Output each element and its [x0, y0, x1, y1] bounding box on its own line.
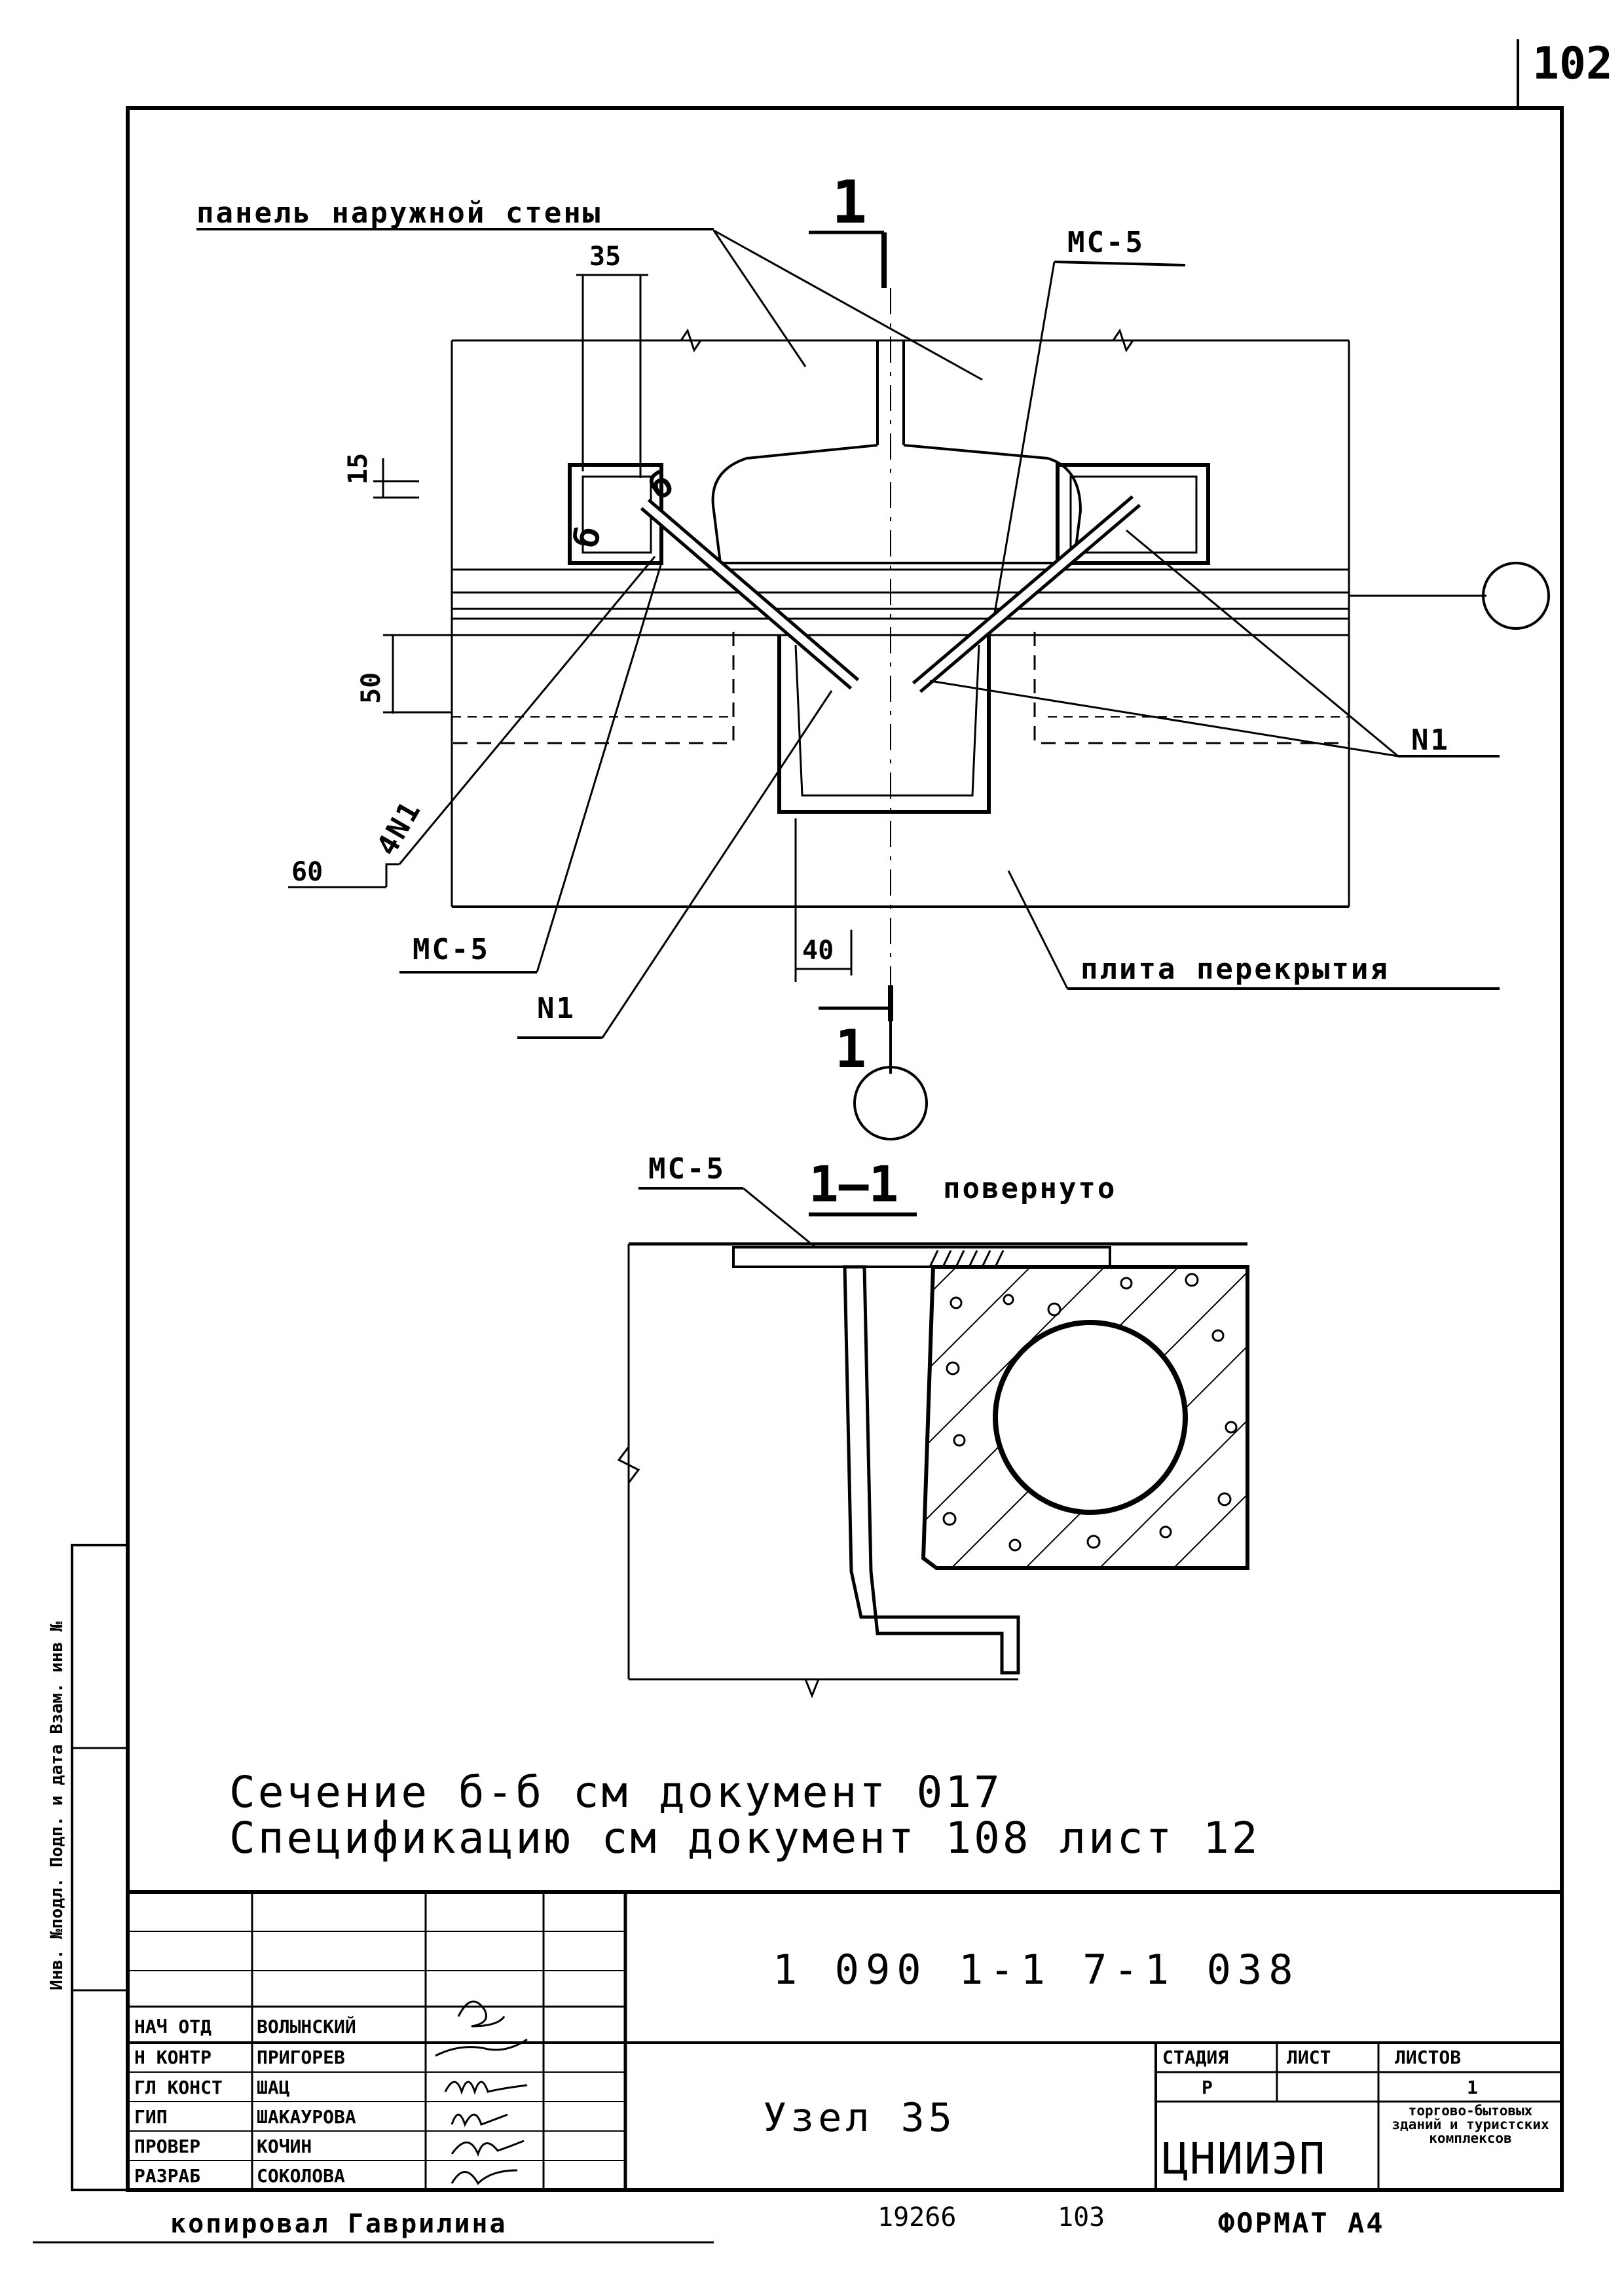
sheets-value: 1 [1467, 2077, 1478, 2098]
plan-view: панель наружной стены 1 МС-5 35 [196, 168, 1550, 1140]
section-mark-bottom: 1 [835, 1019, 866, 1080]
name-2: ПРИГОРЕВ [257, 2047, 345, 2068]
sheet-header: ЛИСТ [1287, 2047, 1331, 2068]
document-code: 1 090 1-1 7-1 038 [773, 1946, 1300, 1994]
format-label: ФОРМАТ А4 [1218, 2207, 1385, 2239]
dim-50: 50 [356, 672, 386, 704]
label-4n1: 4N1 [370, 794, 428, 861]
section-title: 1—1 [809, 1155, 898, 1213]
side-stamp-text: Инв. №подл. Подп. и дата Взам. инв № [47, 1621, 67, 1990]
role-3: ГЛ КОНСТ [134, 2077, 223, 2098]
label-wall-panel: панель наружной стены [196, 196, 602, 230]
note-1: Сечение б-б см документ 017 [229, 1767, 1003, 1817]
page-number: 102 [1532, 38, 1613, 90]
footer-number-2: 103 [1058, 2202, 1105, 2232]
label-mc5-left: МС-5 [413, 933, 490, 966]
stage-header: СТАДИЯ [1162, 2047, 1228, 2068]
dim-40: 40 [802, 936, 834, 966]
label-mc5-section: МС-5 [648, 1152, 726, 1186]
role-5: ПРОВЕР [134, 2136, 200, 2157]
note-2: Спецификацию см документ 108 лист 12 [229, 1813, 1260, 1863]
sheet-title: Узел 35 [763, 2095, 956, 2141]
org-name: ЦНИИЭП [1162, 2134, 1326, 2184]
dim-35: 35 [589, 242, 621, 272]
org-desc: торгово-бытовых зданий и туристских комп… [1392, 2104, 1549, 2146]
label-n1-left: N1 [537, 992, 576, 1025]
role-6: РАЗРАБ [134, 2165, 200, 2187]
dim-60: 60 [291, 857, 323, 887]
footer-number-1: 19266 [877, 2202, 956, 2232]
name-3: ШАЦ [257, 2077, 290, 2098]
role-4: ГИП [134, 2106, 168, 2128]
signatures [435, 2000, 528, 2185]
label-mc5-top: МС-5 [1067, 226, 1145, 259]
title-block: НАЧ ОТД Н КОНТР ГЛ КОНСТ ГИП ПРОВЕР РАЗР… [126, 1890, 1564, 2192]
copied-by: копировал Гаврилина [170, 2209, 507, 2239]
axis-bubble-right [1482, 562, 1550, 630]
name-1: ВОЛЫНСКИЙ [257, 2015, 356, 2037]
name-6: СОКОЛОВА [257, 2165, 345, 2187]
role-1: НАЧ ОТД [134, 2016, 212, 2037]
name-4: ШАКАУРОВА [257, 2106, 356, 2128]
role-2: Н КОНТР [134, 2047, 212, 2068]
sheet-frame [126, 106, 1564, 2192]
label-b-left: б [566, 522, 610, 553]
side-stamp: Инв. №подл. Подп. и дата Взам. инв № [47, 1544, 129, 2191]
axis-bubble-bottom [853, 1066, 928, 1140]
name-5: КОЧИН [257, 2136, 312, 2157]
stage-value: Р [1202, 2077, 1213, 2098]
label-slab: плита перекрытия [1080, 953, 1390, 986]
section-subtitle: повернуто [943, 1172, 1116, 1205]
section-1-1: МС-5 1—1 повернуто [617, 1152, 1249, 1699]
label-n1-right: N1 [1411, 723, 1450, 757]
pipe-void [993, 1320, 1188, 1515]
sheets-header: ЛИСТОВ [1395, 2047, 1461, 2068]
section-mark-top: 1 [832, 168, 867, 237]
dim-15: 15 [343, 453, 373, 484]
